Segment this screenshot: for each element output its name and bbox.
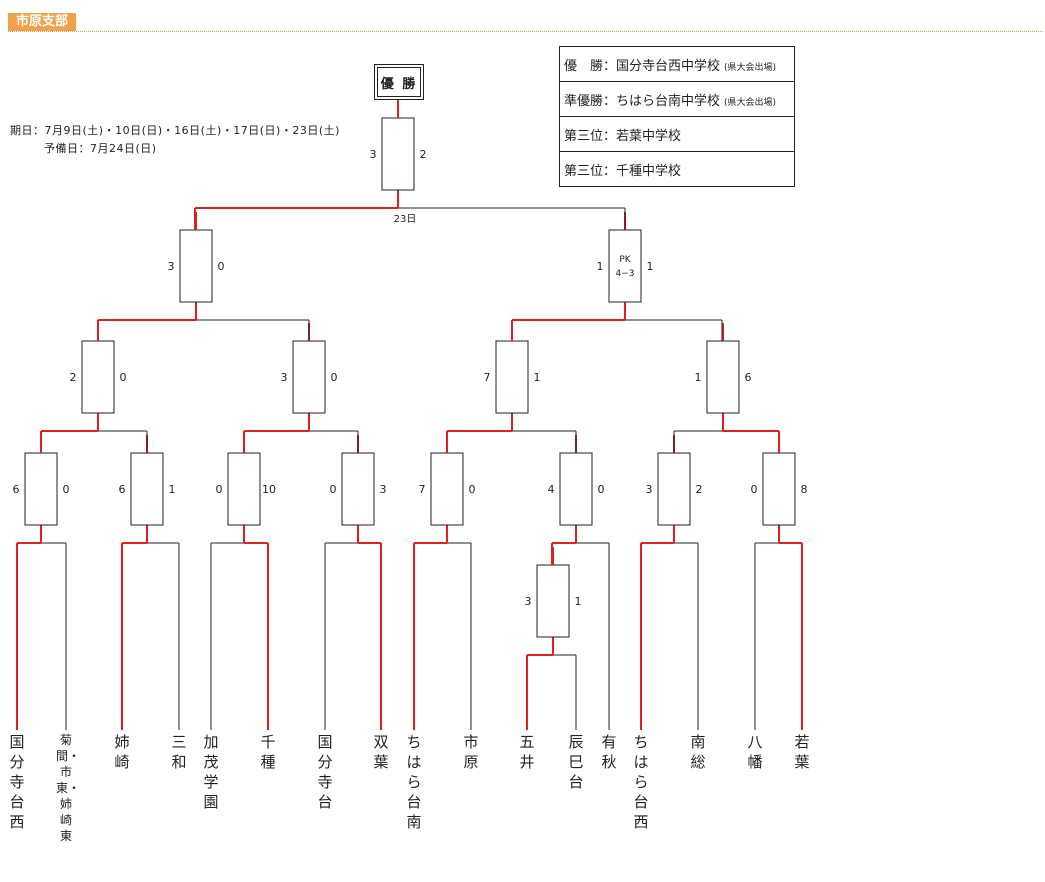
match-box: [608, 229, 642, 303]
score-left: 4: [548, 483, 555, 496]
score-left: 0: [216, 483, 223, 496]
team-name: 辰巳台: [568, 733, 584, 791]
result-label: 第三位：若葉中学校: [564, 128, 682, 144]
score-left: 7: [484, 371, 491, 384]
score-right: 1: [534, 371, 541, 384]
score-right: 0: [469, 483, 476, 496]
score-right: 1: [647, 260, 654, 273]
score-left: 6: [13, 483, 20, 496]
score-left: 3: [525, 595, 532, 608]
match-box: [762, 452, 796, 526]
results-table: 優 勝：国分寺台西中学校(県大会出場) 準優勝：ちはら台南中学校(県大会出場) …: [559, 46, 795, 187]
score-right: 3: [380, 483, 387, 496]
result-label: 第三位：千種中学校: [564, 163, 682, 179]
team-name: 三和: [171, 733, 187, 771]
match-box: [292, 340, 326, 414]
match-box: [559, 452, 593, 526]
results-row: 第三位：千種中学校: [559, 151, 795, 187]
pk-score: 4−3: [616, 269, 635, 279]
team-name: 菊間・市東・姉崎東: [56, 733, 81, 843]
team-name: 姉崎: [114, 733, 130, 771]
score-left: 3: [370, 148, 377, 161]
score-right: 8: [801, 483, 808, 496]
team-name: 双葉: [373, 733, 389, 771]
match-box: [227, 452, 261, 526]
schedule-dates: 期日：7月9日(土)・10日(日)・16日(土)・17日(日)・23日(土): [10, 124, 340, 137]
score-left: 7: [419, 483, 426, 496]
score-right: 0: [598, 483, 605, 496]
team-name: 有秋: [601, 733, 617, 771]
team-name: 若葉: [794, 733, 810, 771]
score-left: 2: [70, 371, 77, 384]
result-note: (県大会出場): [724, 97, 777, 108]
team-name: 千種: [260, 733, 276, 771]
match-box: [381, 117, 415, 191]
results-row: 準優勝：ちはら台南中学校(県大会出場): [559, 81, 795, 117]
team-name: 八幡: [747, 733, 763, 771]
team-name: ちはら台西: [633, 733, 649, 831]
score-right: 2: [696, 483, 703, 496]
result-note: (県大会出場): [724, 62, 777, 73]
match-box: [130, 452, 164, 526]
match-box: [24, 452, 58, 526]
score-right: 1: [169, 483, 176, 496]
header-divider: [8, 31, 1043, 32]
score-right: 6: [745, 371, 752, 384]
schedule-reserve: 予備日：7月24日(日): [44, 142, 157, 155]
score-left: 3: [168, 260, 175, 273]
team-name: 五井: [519, 733, 535, 771]
team-name: ちはら台南: [406, 733, 422, 831]
team-name: 南総: [690, 733, 706, 771]
pk-label: PK: [619, 255, 631, 265]
score-right: 0: [120, 371, 127, 384]
score-left: 6: [119, 483, 126, 496]
match-box: [536, 564, 570, 638]
score-left: 3: [646, 483, 653, 496]
match-box: [179, 229, 213, 303]
team-name: 国分寺台: [317, 733, 333, 811]
score-left: 0: [330, 483, 337, 496]
results-row: 優 勝：国分寺台西中学校(県大会出場): [559, 46, 795, 82]
match-box: [341, 452, 375, 526]
score-right: 0: [218, 260, 225, 273]
final-date: 23日: [394, 214, 417, 225]
score-right: 10: [262, 483, 276, 496]
score-left: 3: [281, 371, 288, 384]
score-right: 2: [420, 148, 427, 161]
section-tag: 市原支部: [8, 13, 77, 31]
match-box: [706, 340, 740, 414]
schedule-info: 期日：7月9日(土)・10日(日)・16日(土)・17日(日)・23日(土) 予…: [10, 122, 340, 158]
score-left: 1: [597, 260, 604, 273]
result-label: 準優勝：ちはら台南中学校: [564, 93, 721, 109]
team-name: 市原: [463, 733, 479, 771]
match-box: [495, 340, 529, 414]
champion-label: 優 勝: [377, 67, 421, 97]
score-right: 1: [575, 595, 582, 608]
team-name: 加茂学園: [203, 733, 219, 811]
champion-box: 優 勝: [374, 64, 424, 100]
score-left: 0: [751, 483, 758, 496]
score-left: 1: [695, 371, 702, 384]
score-right: 0: [331, 371, 338, 384]
score-right: 0: [63, 483, 70, 496]
match-box: [81, 340, 115, 414]
team-name: 国分寺台西: [9, 733, 25, 831]
match-box: [430, 452, 464, 526]
result-label: 優 勝：国分寺台西中学校: [564, 58, 721, 74]
match-box: [657, 452, 691, 526]
